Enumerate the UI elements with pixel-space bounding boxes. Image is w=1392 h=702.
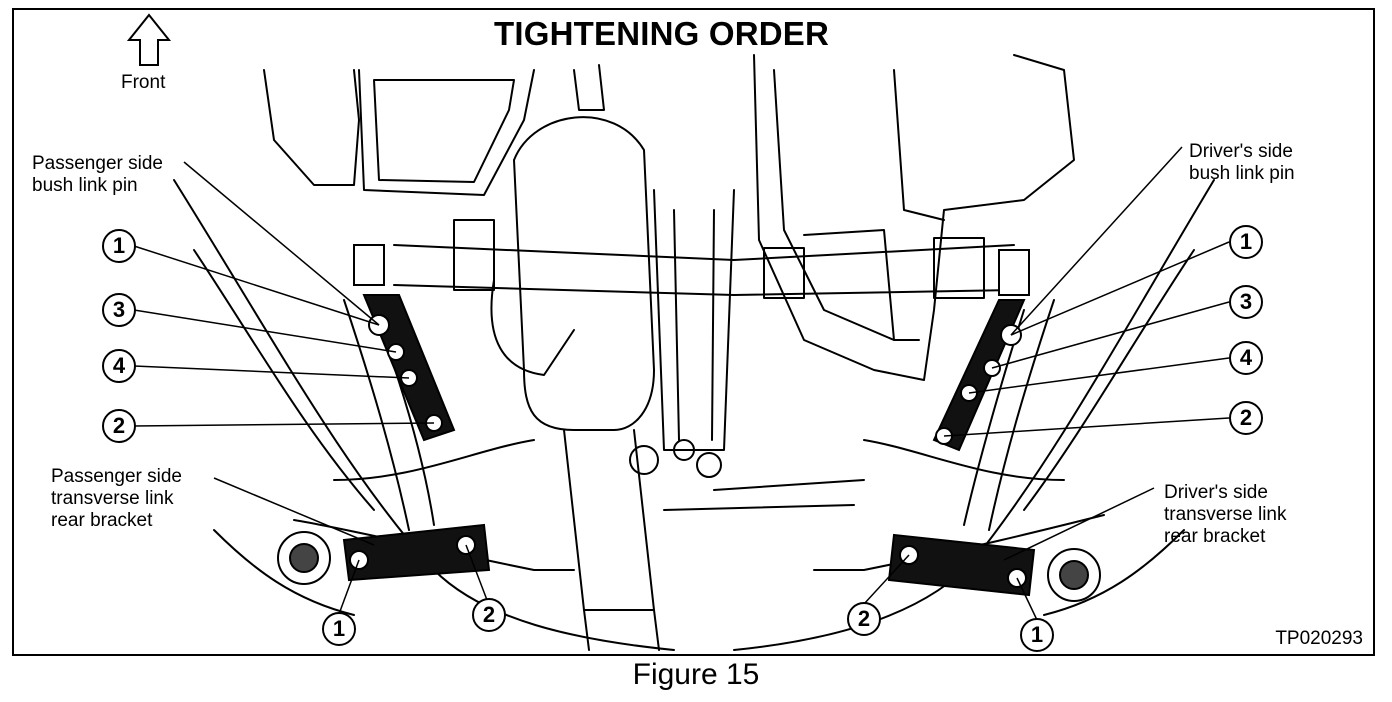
passenger-bracket-label: Passenger side transverse link rear brac… <box>51 466 182 531</box>
driver-pin-callout-2: 2 <box>1229 401 1263 435</box>
driver-pin-callout-1: 1 <box>1229 225 1263 259</box>
driver-bracket-callout-1: 1 <box>1020 618 1054 652</box>
passenger-pin-label: Passenger side bush link pin <box>32 153 163 196</box>
up-arrow-icon <box>126 13 172 66</box>
passenger-bracket-callout-2: 2 <box>472 598 506 632</box>
driver-bracket-label: Driver's side transverse link rear brack… <box>1164 482 1287 547</box>
passenger-bracket <box>277 523 491 585</box>
driver-bracket-callout-2: 2 <box>847 602 881 636</box>
driver-pin-label: Driver's side bush link pin <box>1189 141 1295 184</box>
figure-caption: Figure 15 <box>632 658 760 691</box>
driver-pin-callout-3: 3 <box>1229 285 1263 319</box>
passenger-pin-plate <box>353 244 456 442</box>
driver-bracket <box>887 533 1101 602</box>
passenger-pin-callout-1: 1 <box>102 229 136 263</box>
diagram-title: TIGHTENING ORDER <box>494 15 830 52</box>
diagram-frame: TIGHTENING ORDER Front Passenger side bu… <box>12 8 1375 656</box>
driver-pin-plate <box>932 249 1030 452</box>
passenger-pin-callout-3: 3 <box>102 293 136 327</box>
passenger-pin-callout-2: 2 <box>102 409 136 443</box>
front-label: Front <box>121 72 166 93</box>
passenger-bracket-callout-1: 1 <box>322 612 356 646</box>
passenger-pin-callout-4: 4 <box>102 349 136 383</box>
figure-code: TP020293 <box>1275 628 1363 649</box>
leader-lines <box>133 146 1230 621</box>
driver-pin-callout-4: 4 <box>1229 341 1263 375</box>
suspension-illustration <box>126 13 1230 651</box>
